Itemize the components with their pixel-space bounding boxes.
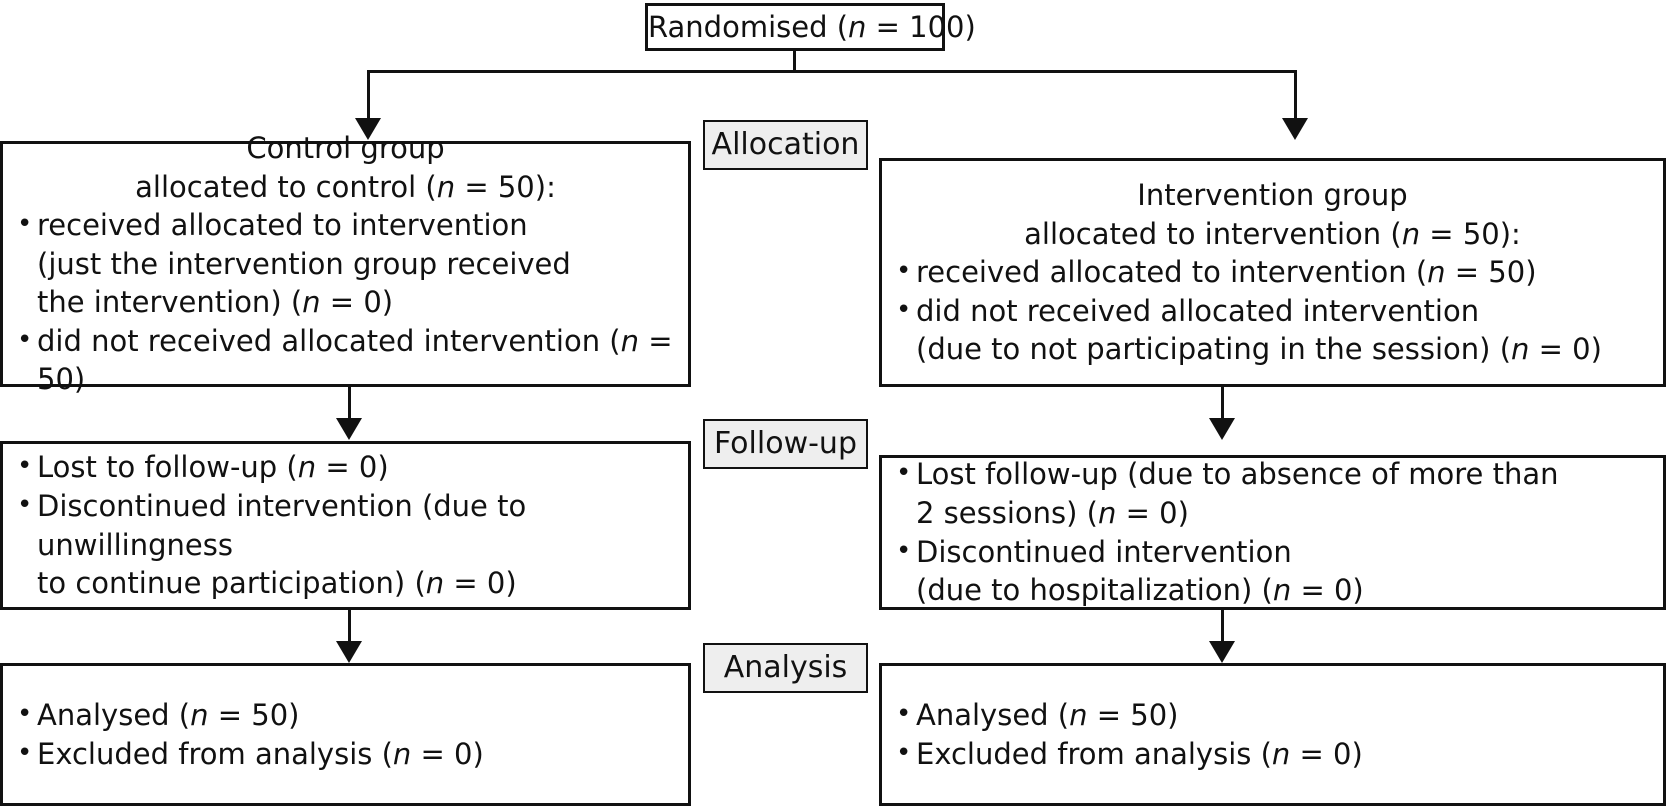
intervention-allocation-bullets: received allocated to intervention (n = … [892, 253, 1653, 369]
control-allocation-box: Control group allocated to control (n = … [0, 131, 691, 396]
list-item: received allocated to intervention (n = … [892, 253, 1653, 292]
control-followup-box: Lost to follow-up (n = 0) Discontinued i… [0, 441, 691, 610]
control-analysis-bullets: Analysed (n = 50) Excluded from analysis… [13, 696, 678, 773]
intervention-followup-bullets: Lost follow-up (due to absence of more t… [892, 455, 1653, 609]
list-item: Excluded from analysis (n = 0) [892, 735, 1653, 774]
intervention-allocation-heading-1: Intervention group [1137, 178, 1408, 213]
arrowhead-control-analysis [336, 641, 362, 663]
list-item: received allocated to intervention (just… [13, 206, 678, 322]
connector-control-followup-to-analysis [348, 610, 351, 645]
list-item: did not received allocated intervention … [13, 322, 678, 399]
stage-label-analysis: Analysis [703, 643, 868, 693]
randomised-box: Randomised (n = 100) [645, 3, 976, 51]
list-item: Analysed (n = 50) [13, 696, 678, 735]
control-allocation-bullets: received allocated to intervention (just… [13, 206, 678, 399]
list-item: Analysed (n = 50) [892, 696, 1653, 735]
connector-to-intervention-allocation [1294, 70, 1297, 120]
arrowhead-intervention-analysis [1209, 641, 1235, 663]
intervention-followup-box: Lost follow-up (due to absence of more t… [879, 455, 1666, 610]
stage-label-allocation: Allocation [703, 120, 868, 170]
list-item: Discontinued intervention (due to hospit… [892, 533, 1653, 610]
control-allocation-heading-1: Control group [246, 131, 445, 166]
stage-allocation-text: Allocation [711, 127, 860, 162]
list-item: Lost to follow-up (n = 0) [13, 448, 678, 487]
intervention-allocation-heading-2: allocated to intervention (n = 50): [1024, 216, 1521, 251]
list-item: Discontinued intervention (due to unwill… [13, 487, 678, 603]
stage-analysis-text: Analysis [723, 650, 848, 685]
list-item: Excluded from analysis (n = 0) [13, 735, 678, 774]
stage-followup-text: Follow-up [714, 426, 857, 461]
control-followup-bullets: Lost to follow-up (n = 0) Discontinued i… [13, 448, 678, 602]
list-item: Lost follow-up (due to absence of more t… [892, 455, 1653, 532]
connector-split-horizontal [367, 70, 1296, 73]
stage-label-followup: Follow-up [703, 419, 868, 469]
intervention-analysis-bullets: Analysed (n = 50) Excluded from analysis… [892, 696, 1653, 773]
arrowhead-intervention-allocation [1282, 118, 1308, 140]
arrowhead-control-followup [336, 418, 362, 440]
control-analysis-box: Analysed (n = 50) Excluded from analysis… [0, 663, 691, 806]
control-allocation-heading-2: allocated to control (n = 50): [135, 169, 556, 204]
connector-randomised-stem [793, 51, 796, 72]
intervention-allocation-box: Intervention group allocated to interven… [879, 158, 1666, 387]
randomised-label: Randomised (n = 100) [648, 9, 976, 44]
connector-control-alloc-to-followup [348, 387, 351, 422]
connector-intervention-alloc-to-followup [1221, 387, 1224, 422]
list-item: did not received allocated intervention … [892, 292, 1653, 369]
intervention-analysis-box: Analysed (n = 50) Excluded from analysis… [879, 663, 1666, 806]
connector-to-control-allocation [367, 70, 370, 120]
connector-intervention-followup-to-analysis [1221, 610, 1224, 645]
arrowhead-intervention-followup [1209, 418, 1235, 440]
arrowhead-control-allocation [355, 118, 381, 140]
